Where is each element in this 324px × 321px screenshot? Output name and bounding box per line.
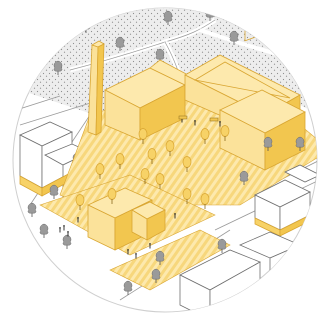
bench-icon xyxy=(210,118,218,121)
bench-icon xyxy=(179,116,187,119)
